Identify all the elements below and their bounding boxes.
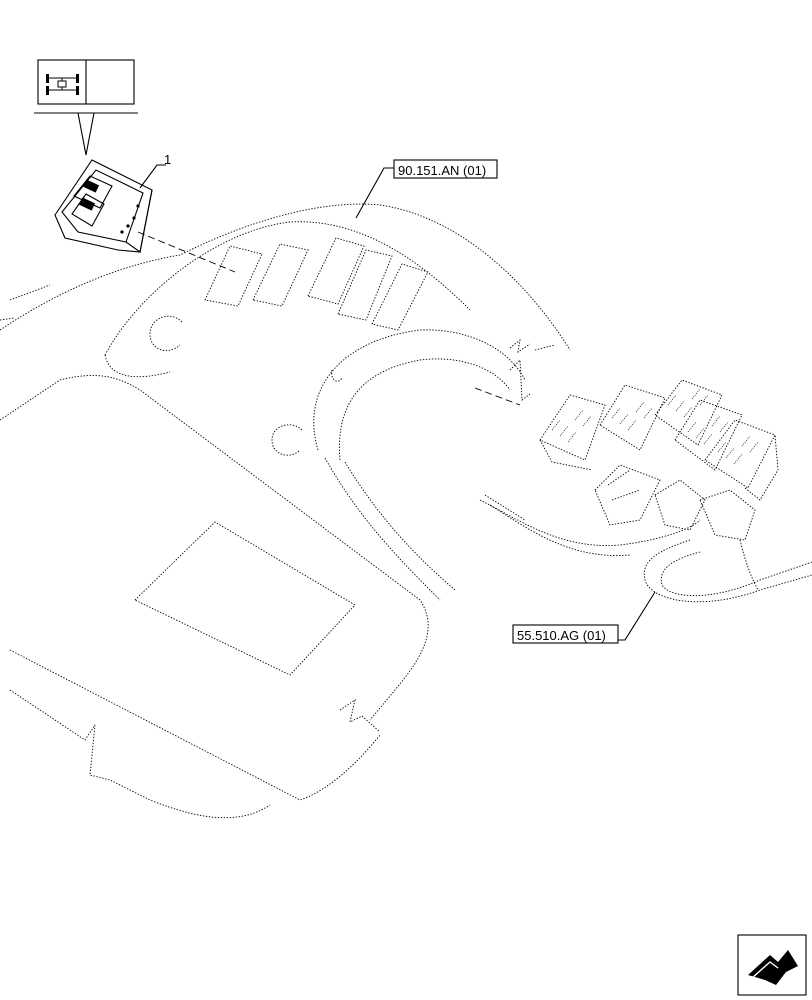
relay-block [479, 379, 812, 603]
switch-projection-line [137, 231, 236, 273]
item-number: 1 [164, 152, 171, 167]
ref-label-bottom: 55.510.AG (01) [517, 628, 606, 643]
rocker-switch [54, 159, 153, 253]
four-wheel-drive-axle-icon [46, 74, 79, 95]
symbol-pointer [77, 112, 95, 156]
symbol-box [34, 59, 138, 156]
continue-arrow-icon[interactable] [737, 934, 807, 996]
callout-top: 90.151.AN (01) [355, 159, 498, 219]
callout-bottom: 55.510.AG (01) [512, 591, 656, 644]
item-1-leader [139, 164, 166, 189]
ref-label-top: 90.151.AN (01) [398, 163, 486, 178]
relay-projection-line [474, 387, 521, 406]
dashboard-panel [0, 203, 571, 819]
